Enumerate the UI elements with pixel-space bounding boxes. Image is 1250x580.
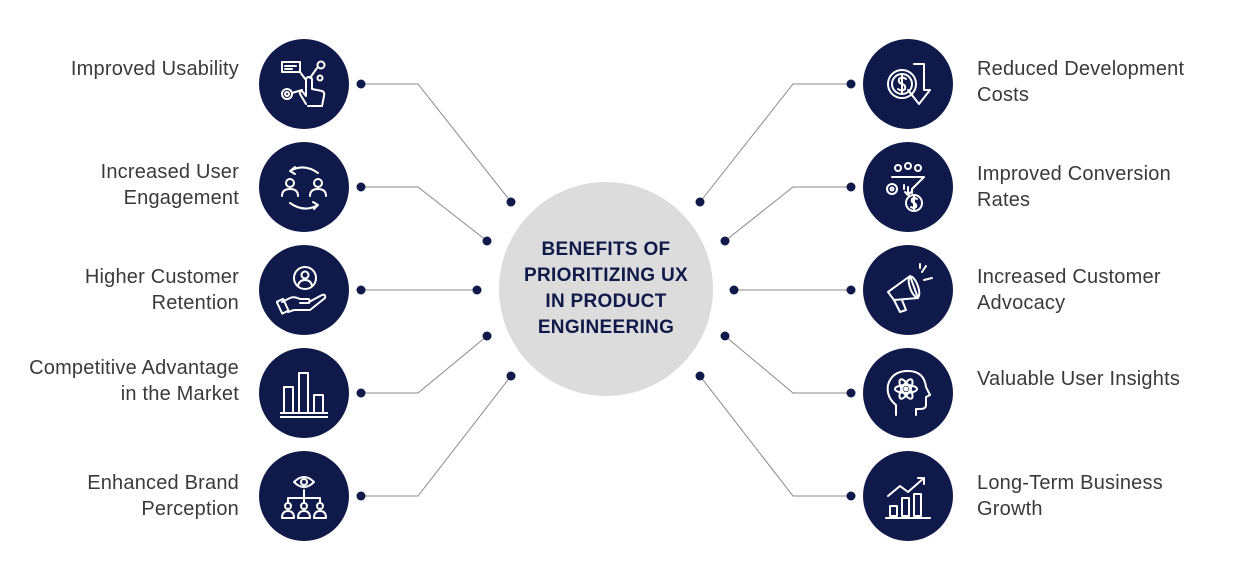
connector-dot: [695, 371, 705, 381]
connector-left-2: [361, 186, 488, 242]
connector-dot: [846, 182, 856, 192]
benefit-label-business-growth: Long-Term Business Growth: [977, 472, 1163, 520]
connector-dot: [482, 236, 492, 246]
customer-hand-icon: [259, 245, 349, 335]
benefit-label-competitive-advantage: Competitive Advantage in the Market: [29, 357, 239, 405]
benefit-label-user-engagement: Increased User Engagement: [100, 161, 239, 209]
connector-right-5: [699, 375, 851, 497]
head-atom-icon: [863, 348, 953, 438]
connector-dot: [846, 388, 856, 398]
benefit-label-user-insights: Valuable User Insights: [977, 368, 1181, 390]
bar-chart-icon: [259, 348, 349, 438]
connector-dot: [506, 371, 516, 381]
connector-dot: [506, 197, 516, 207]
benefit-label-customer-advocacy: Increased Customer Advocacy: [977, 266, 1161, 314]
center-title: BENEFITS OF PRIORITIZING UX IN PRODUCT E…: [524, 239, 688, 338]
connector-dot: [356, 79, 366, 89]
benefit-label-development-costs: Reduced Development Costs: [977, 58, 1185, 106]
connector-dot: [720, 236, 730, 246]
dollar-down-icon: [863, 39, 953, 129]
eye-team-icon: [259, 451, 349, 541]
user-exchange-icon: [259, 142, 349, 232]
center-hub: BENEFITS OF PRIORITIZING UX IN PRODUCT E…: [499, 182, 713, 396]
connector-dot: [720, 331, 730, 341]
conversion-funnel-icon: [863, 142, 953, 232]
connector-dot: [482, 331, 492, 341]
connector-dot: [472, 285, 482, 295]
connector-left-5: [361, 375, 512, 497]
touch-interaction-icon: [259, 39, 349, 129]
connector-dot: [356, 285, 366, 295]
connector-dot: [846, 79, 856, 89]
connector-left-1: [361, 83, 512, 203]
benefit-label-customer-retention: Higher Customer Retention: [84, 266, 239, 314]
connector-left-4: [361, 335, 488, 394]
connector-right-1: [699, 83, 851, 203]
growth-chart-icon: [863, 451, 953, 541]
megaphone-icon: [863, 245, 953, 335]
connector-dot: [356, 182, 366, 192]
benefit-label-improved-usability: Improved Usability: [70, 58, 239, 80]
connector-dot: [695, 197, 705, 207]
connector-right-4: [724, 335, 851, 394]
benefit-label-brand-perception: Enhanced Brand Perception: [87, 472, 239, 520]
connector-dot: [846, 285, 856, 295]
connector-dot: [356, 491, 366, 501]
connector-dot: [846, 491, 856, 501]
connector-dot: [729, 285, 739, 295]
benefit-label-conversion-rates: Improved Conversion Rates: [977, 163, 1171, 211]
connector-right-2: [724, 186, 851, 242]
connector-dot: [356, 388, 366, 398]
